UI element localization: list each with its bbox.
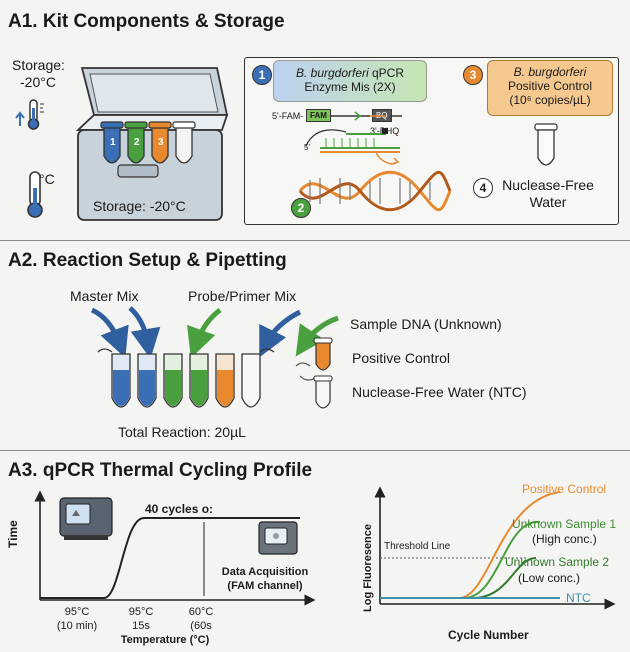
total-reaction-label: Total Reaction: 20µL bbox=[118, 424, 246, 440]
ntc-label: Nuclease-Free Water (NTC) bbox=[352, 384, 527, 400]
log-fluorescence-label: Log Fluoresence bbox=[362, 523, 374, 612]
step-3-temp: 60°C bbox=[188, 606, 214, 618]
data-acq-label-1: Data Acquisition bbox=[221, 566, 309, 578]
unknown2-curve-label: Unknown Sample 2 bbox=[505, 555, 610, 569]
component-3-name2: Positive Control bbox=[507, 79, 593, 93]
storage-top-label: Storage: bbox=[12, 57, 65, 73]
divider-a1 bbox=[0, 240, 630, 241]
legend-tubes bbox=[295, 337, 333, 409]
positive-control-curve-label: Positive Control bbox=[522, 482, 607, 496]
probe-prime-label: 5' bbox=[304, 143, 310, 152]
tube-label-2: 2 bbox=[134, 137, 140, 148]
component-1-species: B. burgdorferi bbox=[295, 66, 369, 80]
cooler-tubes bbox=[100, 121, 196, 164]
unknown1-sub-label: (High conc.) bbox=[532, 532, 597, 546]
step-1-time: (10 min) bbox=[56, 620, 98, 632]
sample-dna-label: Sample DNA (Unknown) bbox=[350, 316, 502, 332]
tube-blue-2 bbox=[137, 353, 157, 408]
component-1-label: B. burgdorferi qPCR Enzyme Mis (2X) bbox=[273, 60, 427, 102]
tube-clear bbox=[241, 348, 275, 408]
step-1-temp: 95°C bbox=[64, 606, 90, 618]
step-2-time: 15s bbox=[132, 620, 150, 632]
component-4-name2: Water bbox=[529, 194, 567, 210]
component-1-number: 1 bbox=[252, 65, 272, 85]
component-4-number: 4 bbox=[473, 178, 493, 198]
unknown2-sub-label: (Low conc.) bbox=[518, 571, 581, 585]
component-4-name1: Nuclease-Free bbox=[502, 177, 594, 193]
component-3-name3: (10⁶ copies/µL) bbox=[509, 93, 591, 107]
thermocycler-icon bbox=[59, 497, 113, 540]
component-1-name-rest: qPCR bbox=[368, 66, 405, 80]
section-a2-title: A2. Reaction Setup & Pipetting bbox=[8, 250, 287, 271]
time-axis-label: Time bbox=[6, 520, 20, 548]
probe-primer-label: Probe/Primer Mix bbox=[188, 288, 297, 304]
storage-top-temp: -20°C bbox=[20, 74, 56, 90]
section-a3-title: A3. qPCR Thermal Cycling Profile bbox=[8, 460, 313, 481]
component-2-number: 2 bbox=[291, 198, 311, 218]
master-mix-label: Master Mix bbox=[70, 288, 139, 304]
thermo-unit: °C bbox=[39, 171, 55, 187]
data-acquisition-icon bbox=[258, 521, 298, 555]
component-3-label: B. burgdorferi Positive Control (10⁶ cop… bbox=[487, 60, 613, 116]
probe-fam-label: 5'-FAM- bbox=[272, 111, 304, 121]
positive-control-label: Positive Control bbox=[352, 350, 451, 366]
temperature-axis-label: Temperature (°C) bbox=[120, 634, 210, 646]
thermometer-icon bbox=[27, 171, 43, 218]
tube-label-1: 1 bbox=[110, 137, 116, 148]
tube-label-3: 3 bbox=[158, 137, 164, 148]
cycle-number-label: Cycle Number bbox=[448, 628, 529, 642]
data-acq-label-2: (FAM channel) bbox=[227, 580, 303, 592]
tube-orange bbox=[215, 353, 235, 408]
water-tube-icon bbox=[534, 123, 558, 166]
thermal-profile-plot bbox=[34, 490, 316, 606]
component-1-name2: Enzyme Mis (2X) bbox=[304, 80, 396, 94]
component-3-number: 3 bbox=[463, 65, 483, 85]
step-3-time: (60s bbox=[190, 620, 212, 632]
dna-helix-icon bbox=[298, 170, 452, 212]
section-a1-title: A1. Kit Components & Storage bbox=[8, 11, 285, 32]
component-3-species: B. burgdorferi bbox=[513, 65, 587, 79]
step-2-temp: 95°C bbox=[128, 606, 154, 618]
cycles-label: 40 cycles o: bbox=[145, 502, 214, 516]
reaction-tubes bbox=[97, 348, 275, 408]
probe-diagram bbox=[305, 111, 402, 165]
tube-green-1 bbox=[163, 353, 183, 408]
amplification-plot bbox=[374, 486, 616, 610]
ntc-curve-label: NTC bbox=[566, 591, 591, 605]
unknown1-curve-label: Unknown Sample 1 bbox=[512, 517, 617, 531]
divider-a2 bbox=[0, 450, 630, 451]
pipetting-arrows bbox=[90, 306, 339, 359]
cooler-storage-label: Storage: -20°C bbox=[93, 198, 186, 214]
threshold-label: Threshold Line bbox=[384, 541, 451, 552]
tube-blue-1 bbox=[97, 348, 131, 408]
tube-green-2 bbox=[189, 353, 209, 408]
thermometer-up-icon bbox=[15, 99, 44, 130]
